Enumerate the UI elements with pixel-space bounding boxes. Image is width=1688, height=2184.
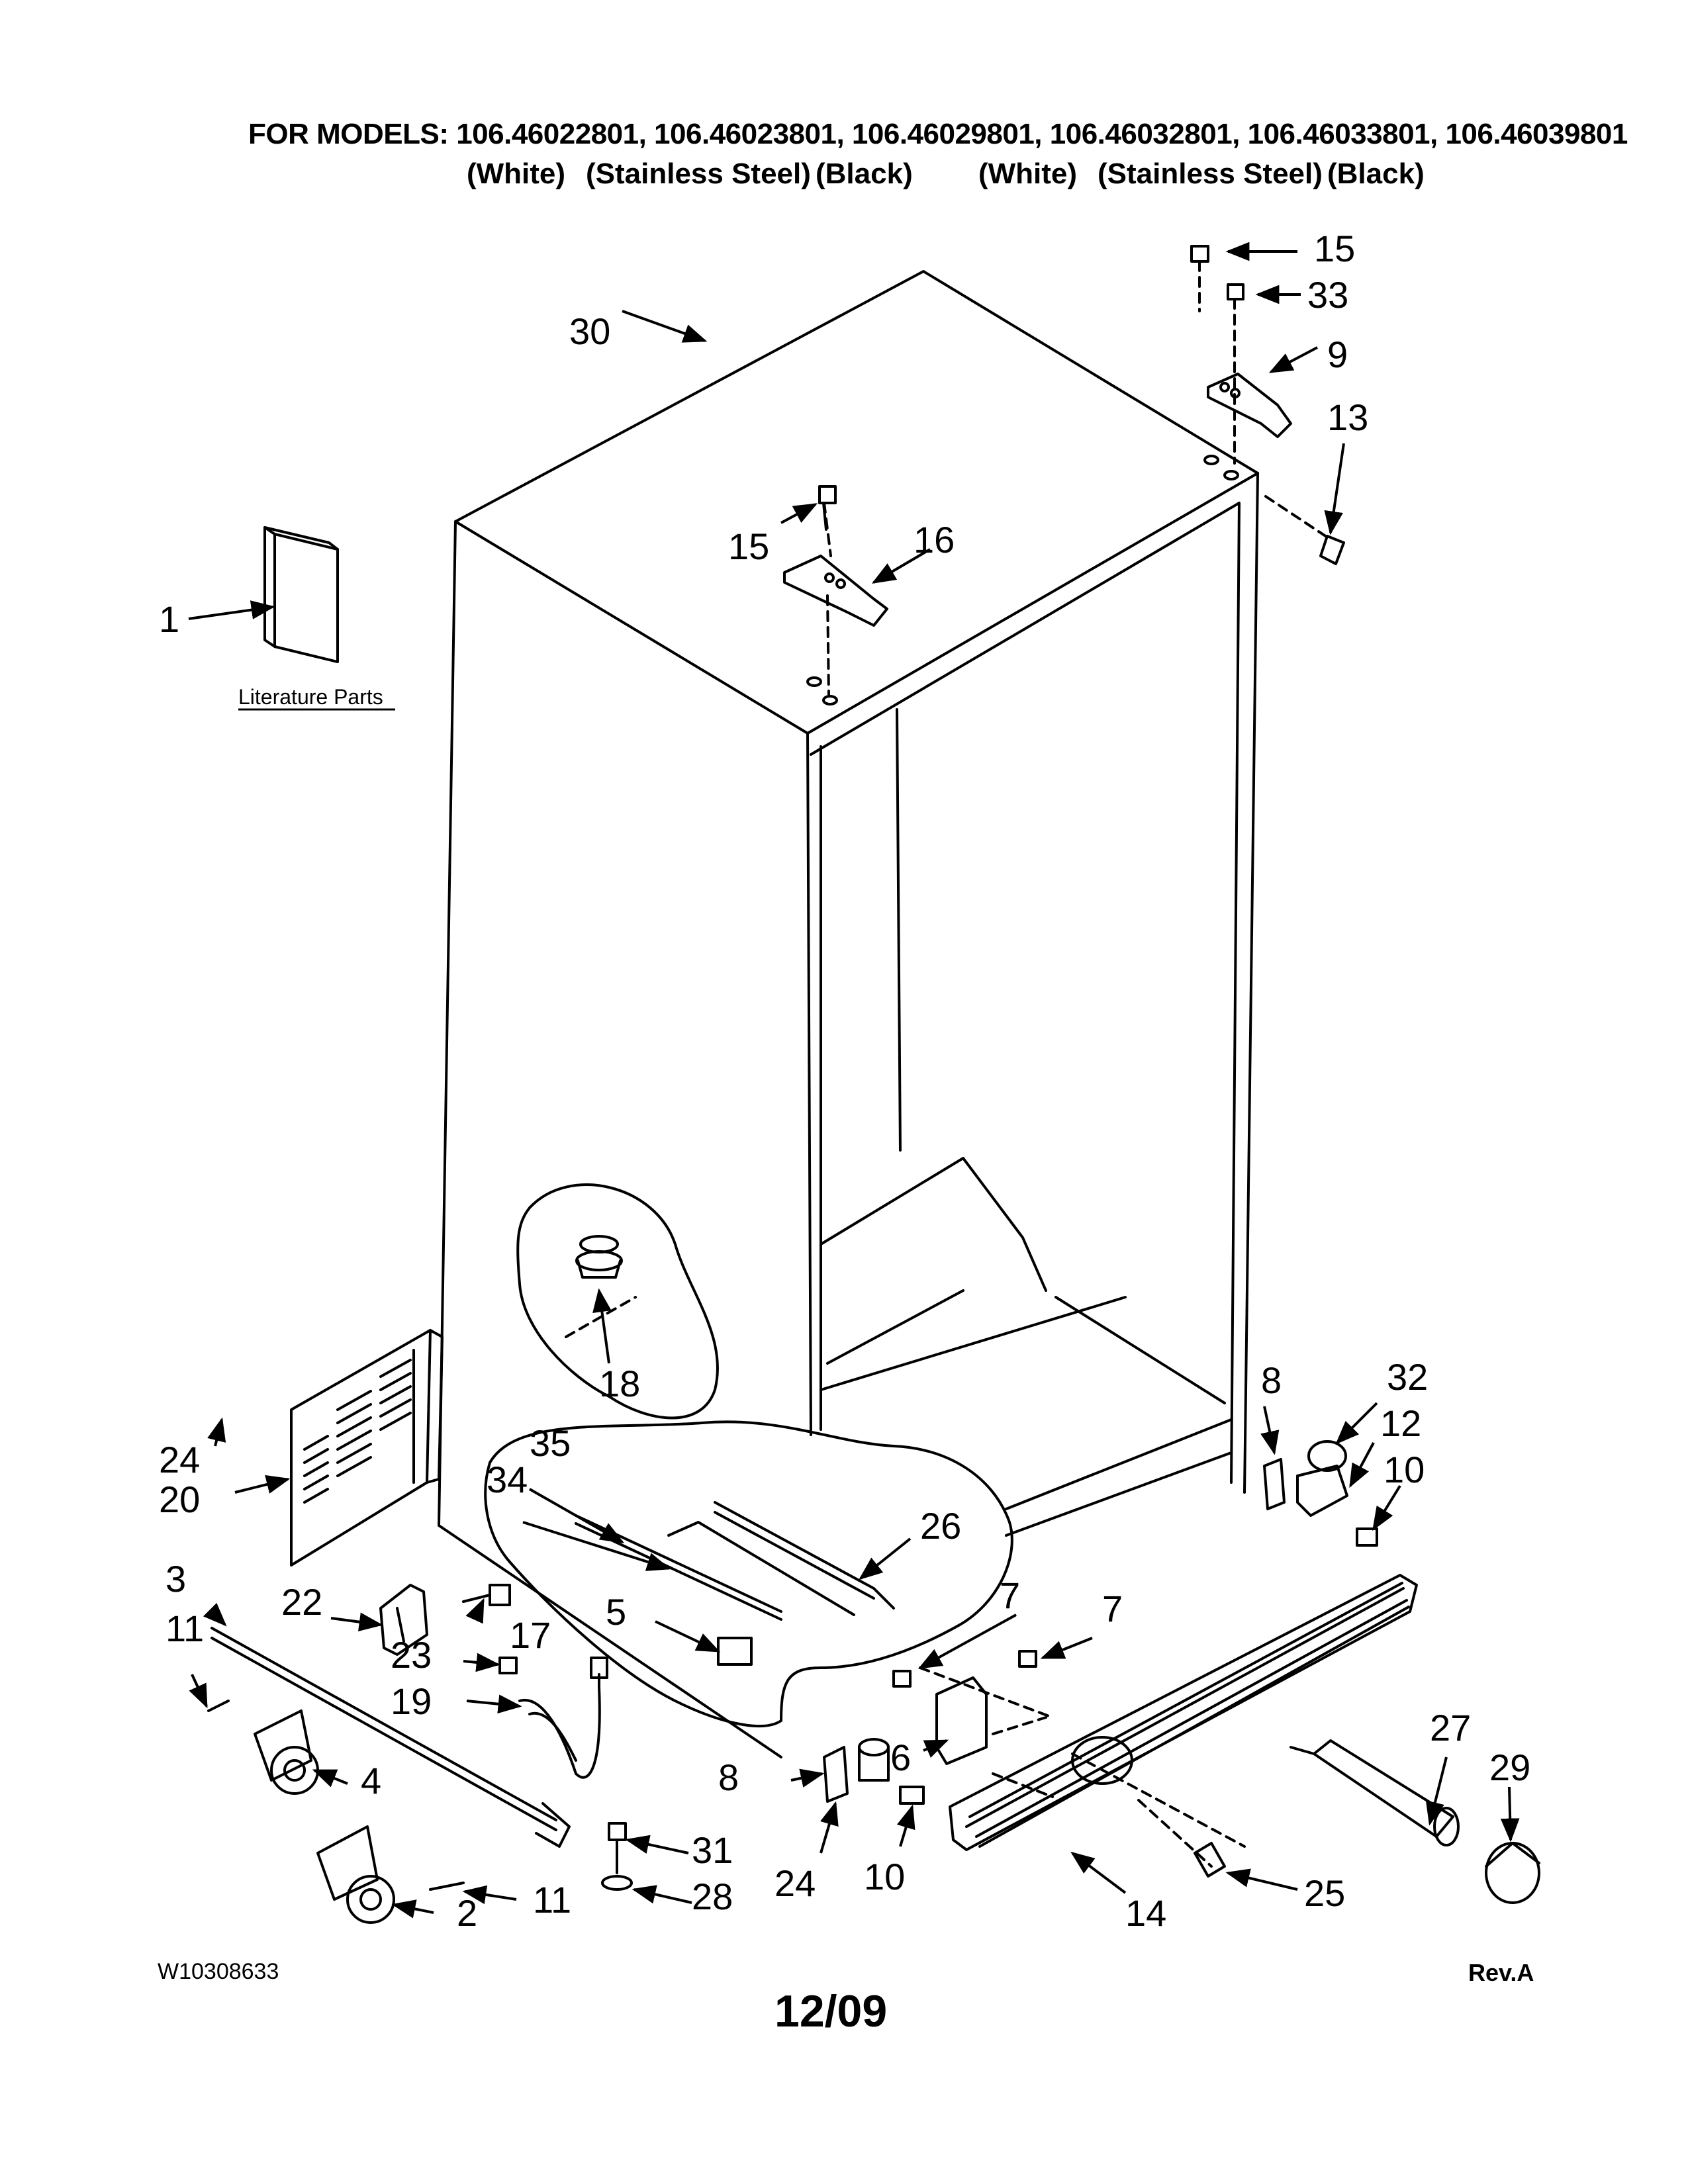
callout-18: 18 (599, 1363, 640, 1404)
callout-27: 27 (1430, 1707, 1471, 1749)
callout-6: 6 (890, 1737, 911, 1778)
color-label-stainless-1: (Stainless Steel) (586, 158, 811, 190)
callout-13: 13 (1327, 396, 1368, 438)
callout-7a: 7 (1000, 1574, 1020, 1616)
lower-cutaway-bubble (484, 1420, 1013, 1728)
color-label-stainless-2: (Stainless Steel) (1098, 158, 1323, 190)
callout-32: 32 (1387, 1356, 1428, 1398)
callout-33: 33 (1307, 274, 1348, 316)
callout-16: 16 (914, 519, 955, 561)
callout-29: 29 (1489, 1747, 1530, 1788)
callout-24b: 24 (774, 1862, 816, 1904)
access-panel (290, 1329, 444, 1567)
callout-26: 26 (920, 1505, 961, 1547)
upper-right-hinge (1190, 245, 1345, 565)
callout-23: 23 (391, 1634, 432, 1676)
callout-8b: 8 (718, 1756, 739, 1798)
callout-35: 35 (530, 1422, 571, 1464)
callout-14: 14 (1125, 1892, 1166, 1934)
callout-7b: 7 (1102, 1588, 1123, 1629)
callout-9: 9 (1327, 334, 1348, 375)
callout-34: 34 (487, 1459, 528, 1500)
water-filter (1289, 1739, 1540, 1904)
base-grille (949, 1574, 1418, 1878)
models-line: FOR MODELS: 106.46022801, 106.46023801, … (248, 118, 1628, 150)
date-code: 12/09 (774, 1986, 888, 2036)
callout-11b: 11 (533, 1879, 571, 1921)
callout-28: 28 (692, 1876, 733, 1917)
top-hinge-bracket (783, 485, 888, 705)
callout-15a: 15 (1314, 228, 1355, 269)
callout-11a: 11 (165, 1608, 204, 1649)
callout-30: 30 (569, 310, 610, 352)
callout-17: 17 (510, 1614, 551, 1656)
literature-booklet (263, 526, 339, 663)
front-roller (207, 1700, 319, 1795)
cutaway-seal-bubble (516, 1183, 719, 1420)
callout-19: 19 (391, 1680, 432, 1722)
water-tube (518, 1657, 608, 1779)
callout-12: 12 (1380, 1402, 1421, 1444)
callout-20: 20 (159, 1479, 200, 1520)
callout-1: 1 (159, 598, 179, 640)
document-number: W10308633 (158, 1959, 279, 1984)
cabinet-shell (438, 270, 1259, 1758)
rear-roller (316, 1825, 465, 1924)
leveling-rod (211, 1627, 571, 1848)
revision-label: Rev.A (1468, 1959, 1534, 1986)
callout-3: 3 (165, 1558, 186, 1600)
literature-parts-label: Literature Parts (238, 685, 383, 709)
callout-25: 25 (1304, 1872, 1345, 1914)
color-label-white-2: (White) (978, 158, 1078, 190)
callout-4: 4 (361, 1760, 381, 1801)
callout-24a: 24 (159, 1439, 200, 1480)
callout-10b: 10 (864, 1856, 905, 1897)
callout-8a: 8 (1261, 1359, 1282, 1401)
callout-22: 22 (281, 1581, 322, 1623)
bottom-screw (601, 1822, 633, 1891)
color-label-black-1: (Black) (816, 158, 913, 190)
callout-31: 31 (692, 1829, 733, 1871)
color-label-black-2: (Black) (1327, 158, 1425, 190)
callout-10a: 10 (1383, 1449, 1425, 1490)
callout-15b: 15 (728, 525, 769, 567)
color-label-white-1: (White) (467, 158, 566, 190)
callout-5: 5 (606, 1591, 626, 1633)
callout-2: 2 (457, 1892, 477, 1934)
